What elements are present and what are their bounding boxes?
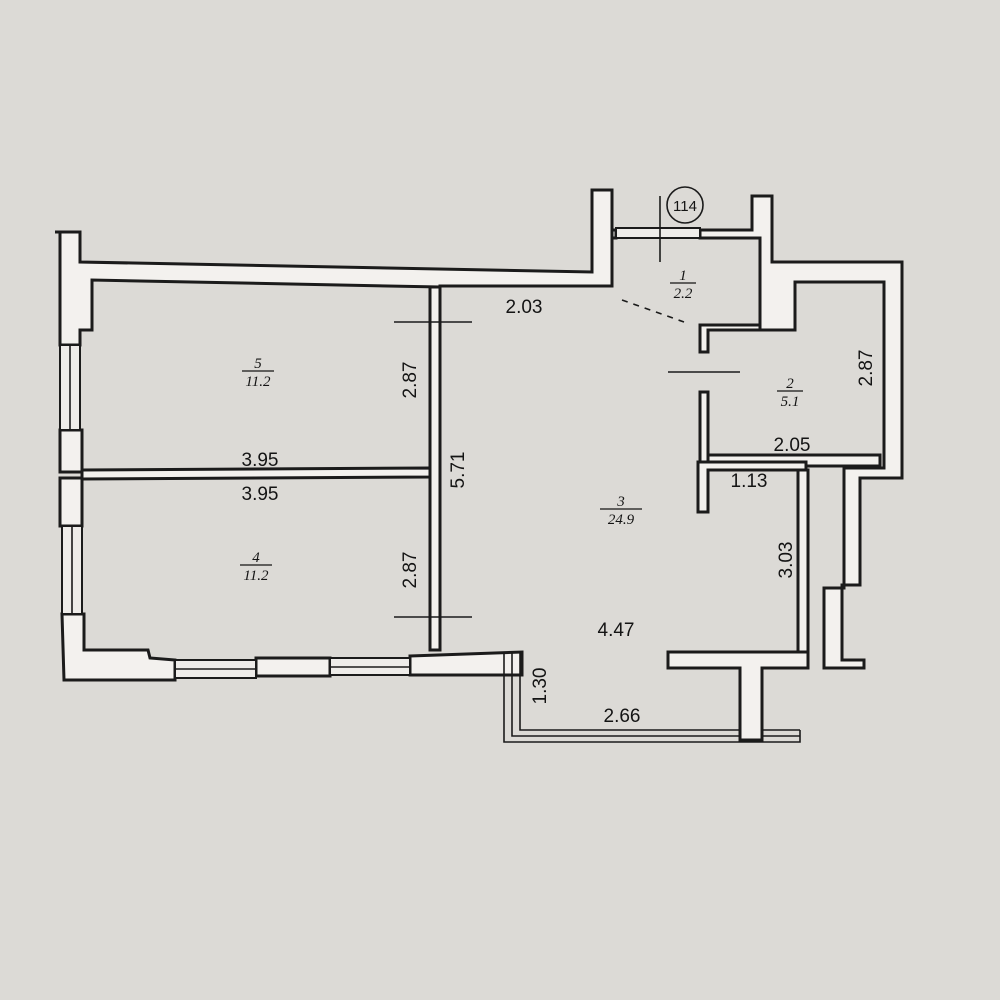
room-3-label: 3 24.9 [600, 494, 642, 528]
room-4-area: 11.2 [243, 568, 269, 584]
wall-bottom-2 [408, 650, 524, 677]
room-3-number: 3 [616, 494, 625, 510]
wall-left-mid [58, 428, 84, 474]
balcony [503, 652, 801, 743]
dim-balcony-width: 2.66 [604, 706, 641, 727]
room-5-number: 5 [254, 356, 262, 372]
wall-left-bottom [60, 612, 177, 682]
wall-room3-step [696, 460, 808, 514]
wall-room3-right [796, 468, 810, 657]
dim-room4-width: 3.95 [242, 484, 279, 505]
dimension-labels: 3.95 3.95 2.03 4.47 1.13 2.05 2.66 2.87 … [242, 297, 877, 727]
dim-room3-right-height: 3.03 [776, 542, 797, 579]
room-1-number: 1 [679, 268, 687, 284]
window-room1 [615, 227, 701, 239]
room-3-area: 24.9 [608, 512, 635, 528]
wall-bottom-1 [254, 656, 332, 678]
wall-room2-left [698, 323, 762, 354]
dim-room3-left-height: 5.71 [448, 452, 469, 489]
dim-room4-depth: 2.87 [400, 552, 421, 589]
room-2-number: 2 [786, 376, 794, 392]
room-5-label: 5 11.2 [242, 356, 274, 390]
dim-room2-width: 2.05 [774, 435, 811, 456]
dim-room2-depth: 2.87 [856, 350, 877, 387]
room-4-label: 4 11.2 [240, 550, 272, 584]
room-4-number: 4 [252, 550, 260, 566]
dim-room3-width: 4.47 [598, 620, 635, 641]
room-2-label: 2 5.1 [777, 376, 803, 410]
wall-left-top [55, 188, 614, 347]
dim-room3-step-width: 1.13 [731, 471, 768, 492]
wall-bottom-right [666, 650, 810, 742]
wall-top-right-stub [698, 194, 904, 670]
wall-vertical-left [428, 285, 442, 652]
room-labels: 1 2.2 2 5.1 3 24.9 4 11.2 5 11.2 [240, 268, 803, 584]
walls [55, 188, 904, 742]
wall-left-mid2 [58, 476, 84, 528]
room-2-area: 5.1 [781, 394, 800, 410]
building-number: 114 [673, 198, 697, 215]
dim-balcony-depth: 1.30 [530, 668, 551, 705]
dim-room3-corridor-width: 2.03 [506, 297, 543, 318]
windows [59, 227, 701, 679]
building-number-badge: 114 [666, 186, 704, 224]
room-5-area: 11.2 [245, 374, 271, 390]
room-1-area: 2.2 [674, 286, 693, 302]
door-marks [394, 196, 740, 618]
dim-room5-width: 3.95 [242, 450, 279, 471]
dim-room5-depth: 2.87 [400, 362, 421, 399]
room-1-label: 1 2.2 [670, 268, 696, 302]
